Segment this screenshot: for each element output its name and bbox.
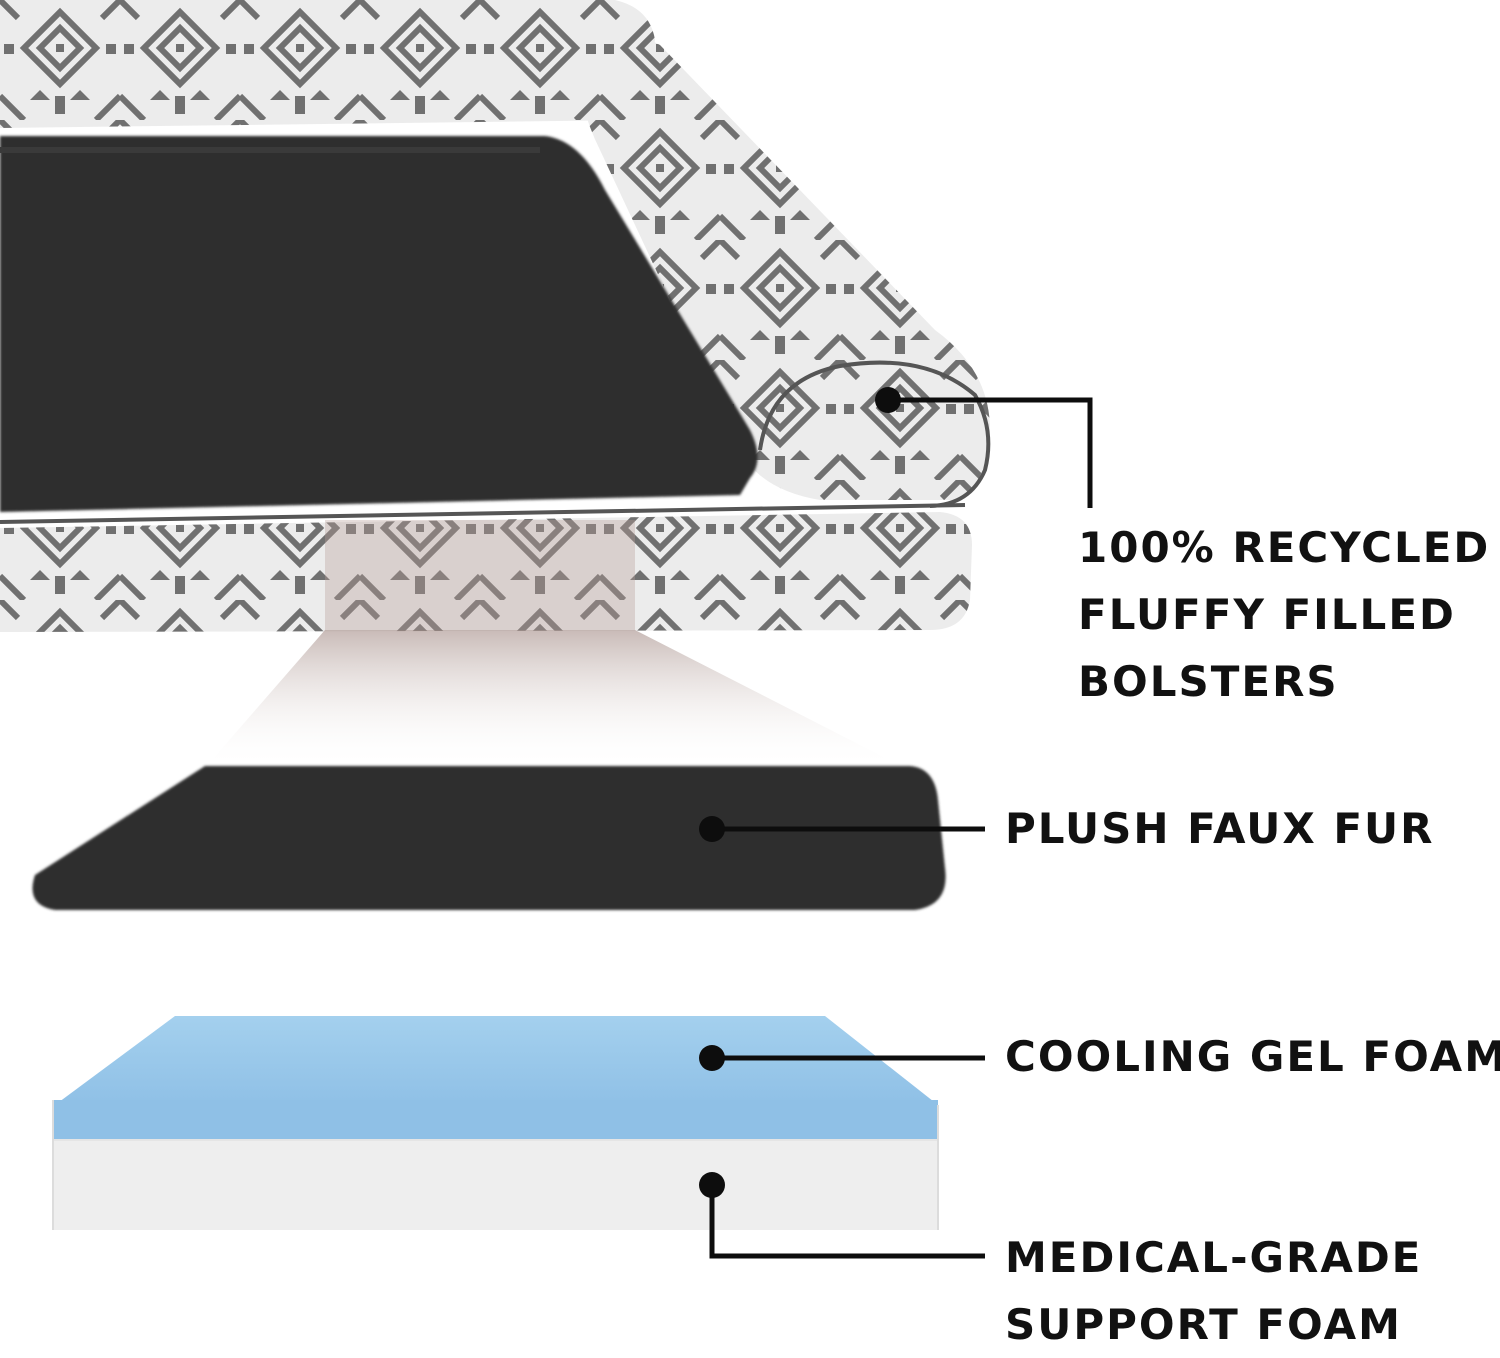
callout-dot-icon	[875, 387, 901, 413]
bolsters-label-line-3: BOLSTERS	[1078, 657, 1339, 706]
bolster-leader-line	[888, 397, 1093, 508]
support-foam-label-line-1: MEDICAL-GRADE	[1005, 1233, 1423, 1282]
bolster-end-cap	[758, 360, 991, 508]
bolsters-label-line-1: 100% RECYCLED	[1078, 523, 1491, 572]
side-bolster	[579, 34, 990, 500]
gel-foam-label-line-1: COOLING GEL FOAM	[1005, 1032, 1500, 1081]
fur-surface	[0, 136, 758, 512]
support-leader-line	[709, 1185, 985, 1259]
callout-leaders	[709, 397, 1093, 1259]
pet-bed	[0, 0, 991, 632]
faux-fur-layer	[32, 766, 946, 910]
bolsters-label-line-2: FLUFFY FILLED	[1078, 590, 1456, 639]
base-cushion	[0, 512, 972, 632]
support-foam-label-line-2: SUPPORT FOAM	[1005, 1300, 1402, 1349]
gel-foam-top	[55, 1016, 938, 1105]
support-foam-label: MEDICAL-GRADE SUPPORT FOAM	[1005, 1224, 1422, 1358]
faux-fur-label-line-1: PLUSH FAUX FUR	[1005, 804, 1435, 853]
gel-foam-side	[53, 1100, 938, 1142]
foam-block	[52, 1016, 939, 1230]
bolsters-label: 100% RECYCLED FLUFFY FILLED BOLSTERS	[1078, 514, 1490, 715]
gel-foam-label: COOLING GEL FOAM	[1005, 1023, 1500, 1090]
faux-fur-label: PLUSH FAUX FUR	[1005, 795, 1435, 862]
callout-dot-icon	[699, 1172, 725, 1198]
callout-dot-icon	[699, 816, 725, 842]
callout-dot-icon	[699, 1045, 725, 1071]
back-bolster	[0, 0, 655, 128]
exploded-view-beam	[205, 630, 905, 768]
cutout-highlight	[325, 520, 635, 630]
support-foam-side	[53, 1140, 938, 1230]
